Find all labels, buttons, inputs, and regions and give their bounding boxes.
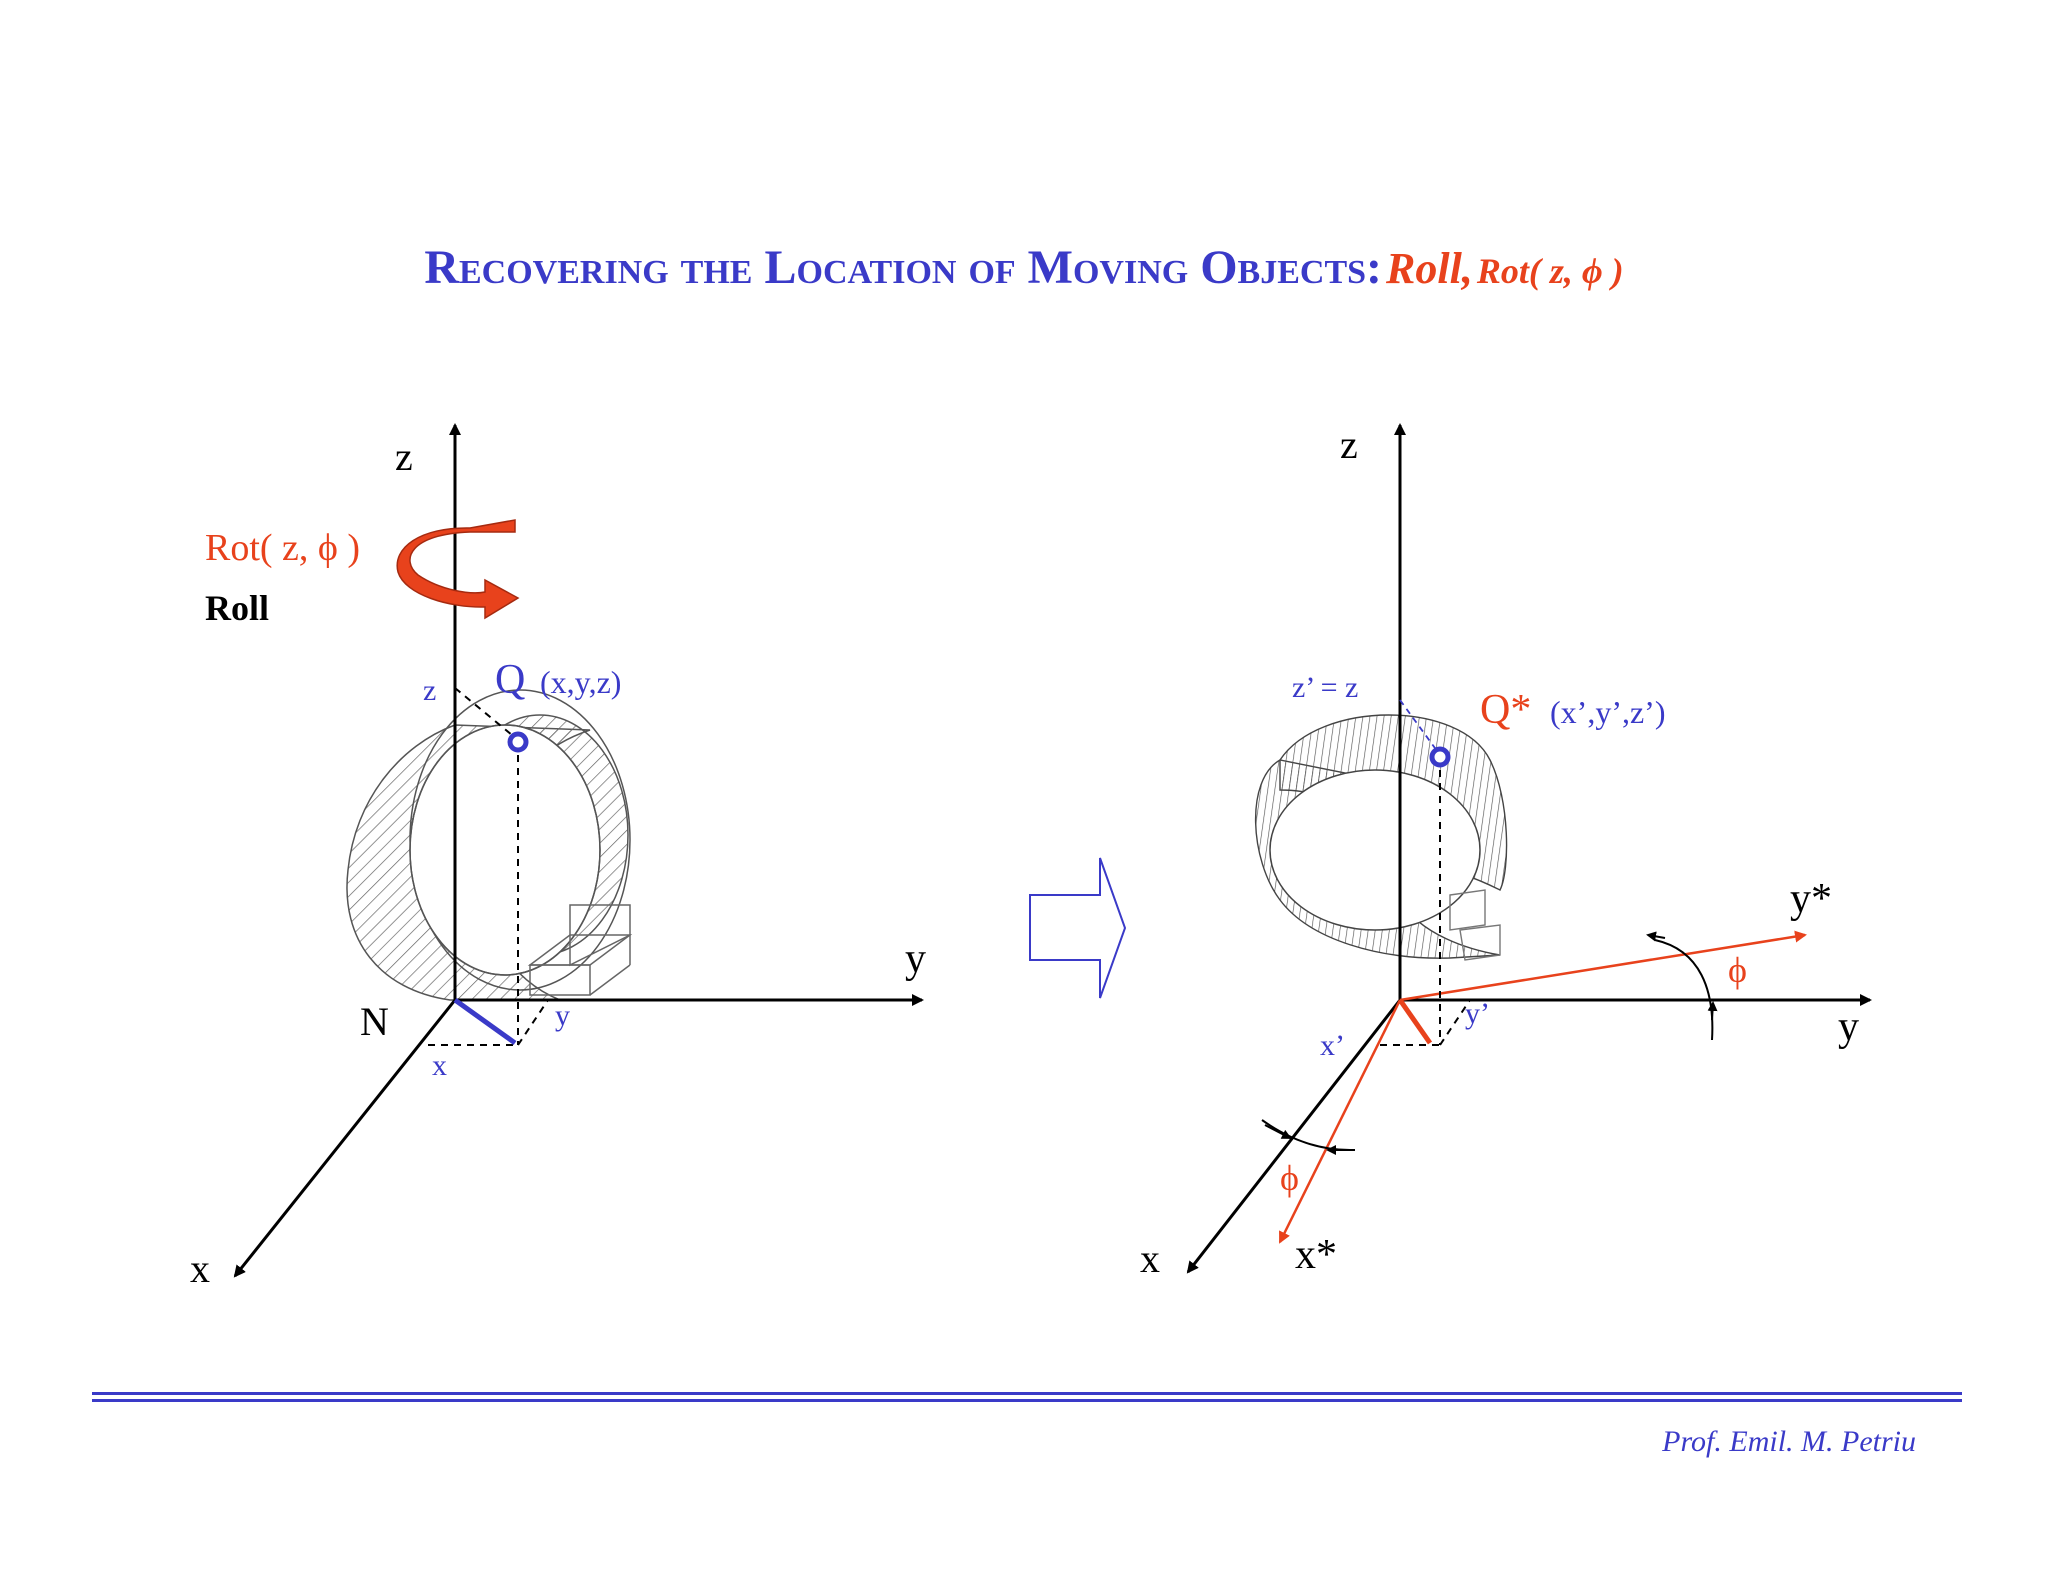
footer-rule-bottom [92,1399,1962,1402]
left-proj-y-label: y [555,999,570,1032]
left-axis-x-label: x [190,1246,210,1291]
left-axis-x [233,999,457,1278]
left-object-ring [346,689,633,1001]
right-proj-z-label: z’ = z [1292,671,1358,704]
footer-rule-top [92,1392,1962,1395]
rotation-label: Rot( z, ϕ ) [205,527,360,569]
right-axis-z-label: z [1340,422,1358,467]
right-proj-y-label: y’ [1465,997,1490,1030]
right-axis-ystar-label: y* [1790,876,1832,922]
left-proj-z-label: z [423,674,436,707]
roll-label: Roll [205,588,269,628]
right-point-name: Q* [1480,687,1531,733]
title-rot: Rot( z, ϕ ) [1476,251,1624,291]
right-axis-x-label: x [1140,1236,1160,1281]
title-main: Recovering the Location of Moving Object… [424,241,1383,294]
right-proj-x-label: x’ [1320,1029,1345,1062]
right-axis-y-label: y [1838,1004,1859,1050]
right-axis-ystar [1399,930,1807,1002]
right-projection-vector [1397,998,1433,1045]
right-axis-x [1186,999,1402,1274]
left-axis-y-label: y [905,936,926,982]
left-axis-z-label: z [395,434,413,479]
left-proj-x-label: x [432,1049,447,1082]
transform-arrow-icon [1029,857,1127,999]
phi-arc-x [1261,1119,1351,1151]
left-point-q [507,731,529,753]
author-credit: Prof. Emil. M. Petriu [1662,1425,1916,1458]
right-axis-xstar [1278,999,1402,1244]
right-object-ring [1254,714,1508,961]
phi-x-label: ϕ [1280,1158,1299,1198]
origin-label: N [360,999,389,1044]
left-diagram: z y x N Rot( z, ϕ ) Roll Q (x,y,z) z x y [190,423,926,1291]
right-point-coords: (x’,y’,z’) [1550,694,1665,730]
phi-arc-y [1654,939,1714,1041]
right-diagram: z y x y* x* ϕ ϕ Q* (x’,y’,z’) z’ = z x’ … [1140,422,1872,1281]
title-roll: Roll, [1386,244,1473,293]
right-axis-xstar-label: x* [1295,1232,1337,1278]
left-projection-vector [453,997,517,1046]
slide-title: Recovering the Location of Moving Object… [0,240,2048,295]
phi-y-label: ϕ [1728,950,1747,990]
left-point-name: Q [495,657,525,703]
left-point-coords: (x,y,z) [540,664,621,700]
rotation-arrow-icon [396,519,520,620]
right-point-qstar [1429,746,1451,768]
